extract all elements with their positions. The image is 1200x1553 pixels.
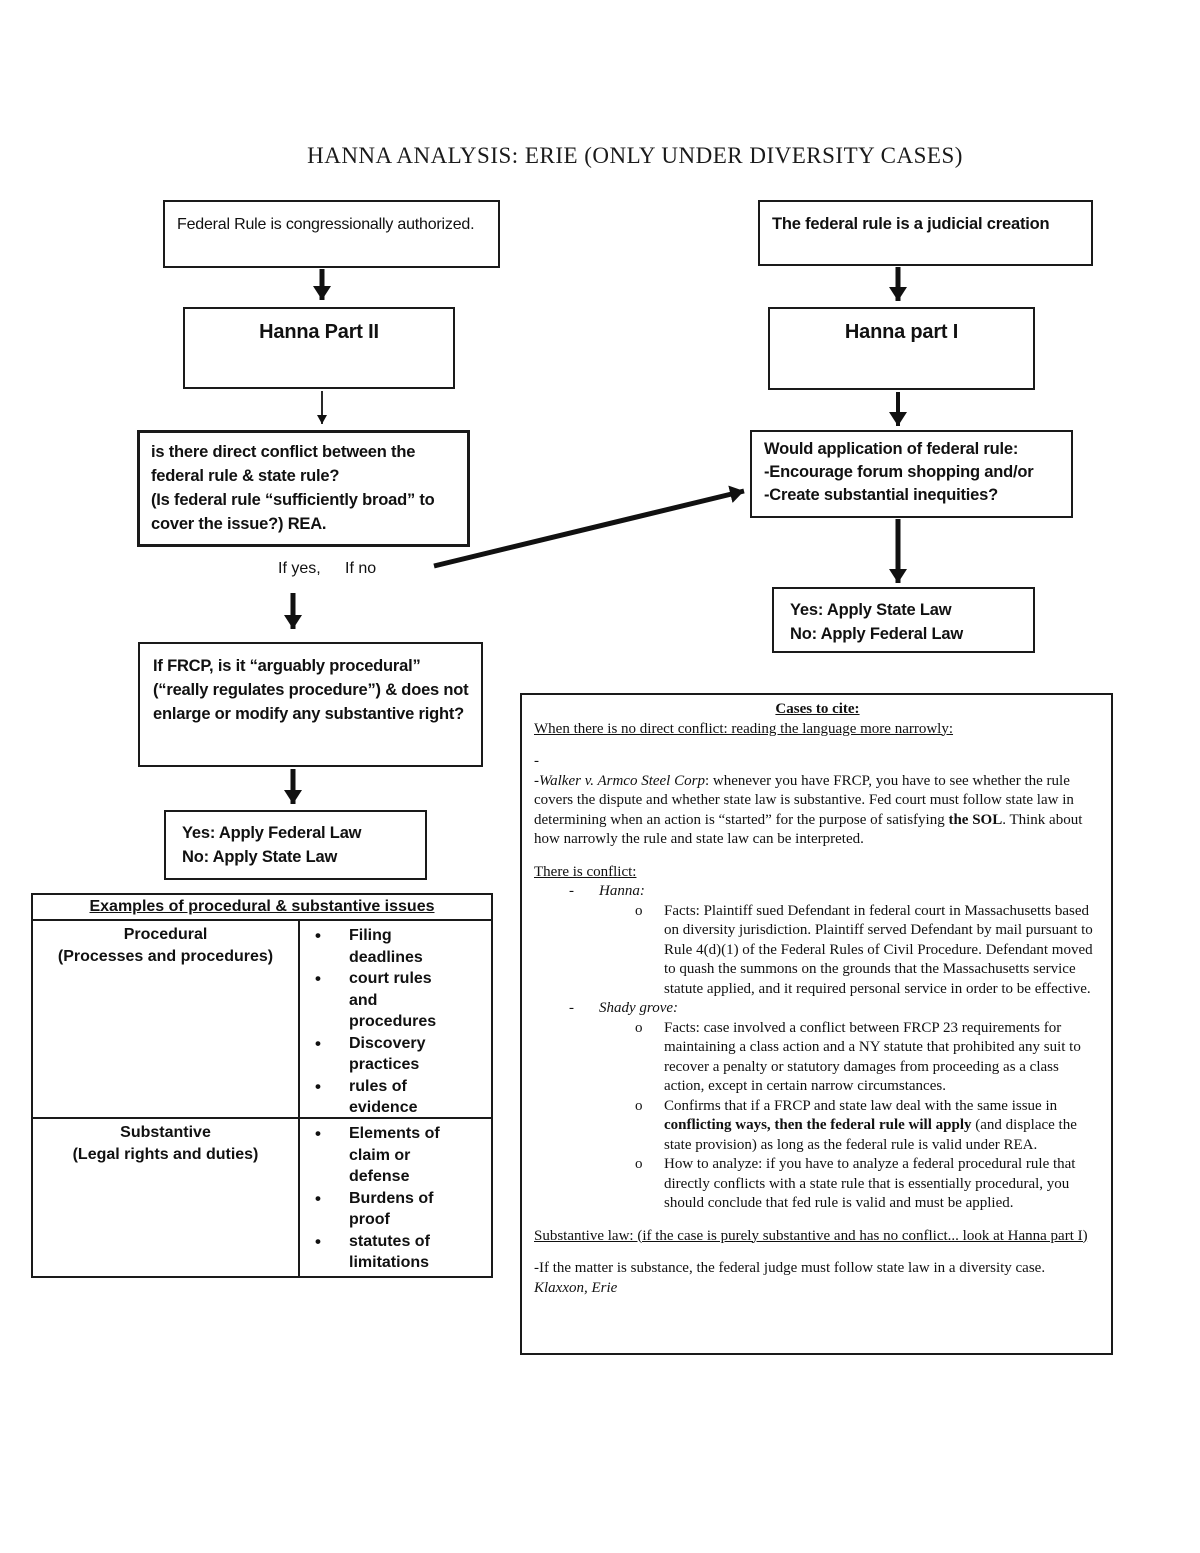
bullet-item: • statutes of limitations	[300, 1231, 491, 1274]
examples-table-header: Examples of procedural & substantive iss…	[33, 895, 491, 921]
cases-text-segment: -	[534, 753, 539, 769]
node-would-application: Would application of federal rule: -Enco…	[750, 430, 1073, 518]
node-federal-rule-authorized: Federal Rule is congressionally authoriz…	[163, 200, 500, 268]
bullet-item: • Discovery practices	[300, 1033, 491, 1076]
cases-block-blank	[534, 850, 1101, 863]
substantive-label: Substantive	[120, 1124, 211, 1141]
cases-text-segment: Substantive law: (if the case is purely …	[534, 1227, 1088, 1244]
bullet-item: • court rules and procedures	[300, 968, 491, 1033]
arrow-ifno-to-would	[433, 485, 745, 569]
bullet-item: • rules of evidence	[300, 1076, 491, 1119]
cases-block-plain: Substantive law: (if the case is purely …	[534, 1227, 1101, 1247]
substantive-sublabel: (Legal rights and duties)	[72, 1146, 259, 1163]
node-judicial-creation: The federal rule is a judicial creation	[758, 200, 1093, 266]
o-bullet-icon: o	[635, 1097, 643, 1114]
would-line-1: Would application of federal rule:	[764, 440, 1019, 458]
bullet-dot-icon: •	[315, 1076, 321, 1096]
cases-block-o: o Facts: case involved a conflict between…	[635, 1019, 1101, 1097]
cases-block-plain: When there is no direct conflict: readin…	[534, 720, 1101, 740]
bullet-text: statutes of limitations	[349, 1232, 430, 1272]
bullet-dot-icon: •	[315, 1188, 321, 1208]
cases-block-dash: - Shady grove:	[569, 999, 1101, 1019]
node-frcp-arguably-procedural: If FRCP, is it “arguably procedural” (“r…	[138, 642, 483, 767]
node-direct-conflict-question: is there direct conflict between the fed…	[137, 430, 470, 547]
cases-block-center: Cases to cite:	[534, 700, 1101, 720]
substantive-examples-cell: • Elements of claim or defense • Burdens of…	[300, 1119, 491, 1276]
cases-block-plain: -If the matter is substance, the federal…	[534, 1259, 1101, 1279]
cases-text-segment: How to analyze: if you have to analyze a…	[664, 1156, 1076, 1211]
cases-text-segment: Facts: case involved a conflict between …	[664, 1019, 1081, 1095]
result-left-line-2: No: Apply State Law	[182, 848, 338, 866]
cases-text-segment: . Think about how narrowly the rule and …	[534, 811, 1083, 848]
cases-text-segment: Cases to cite:	[775, 701, 860, 717]
o-bullet-icon: o	[635, 902, 643, 919]
cases-text-segment: There is conflict:	[534, 863, 637, 880]
cases-text-segment: Klaxxon, Erie	[534, 1279, 618, 1296]
cases-block-o: o Facts: Plaintiff sued Defendant in fede…	[635, 902, 1101, 1000]
bullet-dot-icon: •	[315, 1124, 321, 1143]
cases-text-segment: Walker v. Armco Steel Corp	[539, 772, 705, 789]
cases-to-cite-box: Cases to cite: When there is no direct co…	[520, 693, 1113, 1355]
cases-block-plain: There is conflict:	[534, 863, 1101, 883]
bullet-dot-icon: •	[315, 969, 321, 988]
bullet-text: Discovery practices	[349, 1034, 426, 1074]
bullet-text: Filing deadlines	[349, 927, 423, 966]
would-line-3: -Create substantial inequities?	[764, 486, 999, 504]
table-row-procedural: Procedural (Processes and procedures) • F…	[33, 921, 491, 1119]
cases-text-segment: the SOL	[948, 811, 1003, 828]
bullet-text: rules of evidence	[349, 1077, 418, 1117]
procedural-label-cell: Procedural (Processes and procedures)	[33, 921, 300, 1117]
bullet-item: • Burdens of proof	[300, 1188, 491, 1231]
cases-block-blank	[534, 1246, 1101, 1259]
procedural-sublabel: (Processes and procedures)	[57, 948, 274, 965]
node-hanna-part-1: Hanna part I	[768, 307, 1035, 390]
label-if-yes: If yes,	[278, 560, 321, 577]
bullet-text: Burdens of proof	[349, 1189, 434, 1229]
result-right-line-2: No: Apply Federal Law	[790, 625, 964, 643]
cases-text-segment: : whenever you have FRCP, you have to se…	[534, 772, 1074, 828]
cases-block-plain: -	[534, 752, 1101, 772]
table-row-substantive: Substantive (Legal rights and duties) • E…	[33, 1119, 491, 1276]
cases-text-segment: Confirms that if a FRCP and state law de…	[664, 1097, 1058, 1114]
bullet-dot-icon: •	[315, 926, 321, 945]
label-if-no: If no	[345, 560, 377, 577]
examples-table: Examples of procedural & substantive iss…	[31, 893, 493, 1278]
cases-block-plain: Klaxxon, Erie	[534, 1279, 1101, 1299]
cases-text-segment: When there is no direct conflict: readin…	[534, 720, 954, 737]
dash-bullet-icon: -	[569, 883, 574, 899]
dash-bullet-icon: -	[569, 1000, 574, 1016]
procedural-examples-cell: • Filing deadlines • court rules and proced…	[300, 921, 491, 1117]
o-bullet-icon: o	[635, 1019, 643, 1036]
cases-text-segment: -	[534, 772, 539, 789]
bullet-text: court rules and procedures	[349, 970, 437, 1030]
cases-text-segment: (and displace the state provision) as lo…	[664, 1117, 1077, 1153]
substantive-label-cell: Substantive (Legal rights and duties)	[33, 1119, 300, 1276]
procedural-label: Procedural	[123, 926, 208, 943]
cases-block-o: o Confirms that if a FRCP and state law d…	[635, 1097, 1101, 1156]
would-line-2: -Encourage forum shopping and/or	[764, 463, 1034, 481]
cases-block-blank	[534, 739, 1101, 752]
cases-text-segment: Facts: Plaintiff sued Defendant in feder…	[664, 902, 1093, 997]
cases-block-o: o How to analyze: if you have to analyze …	[635, 1155, 1101, 1214]
bullet-item: • Filing deadlines	[300, 925, 491, 968]
bullet-item: • Elements of claim or defense	[300, 1123, 491, 1188]
result-right-line-1: Yes: Apply State Law	[790, 601, 952, 619]
result-left-line-1: Yes: Apply Federal Law	[182, 824, 362, 842]
cases-text-segment: Shady grove:	[599, 1000, 678, 1016]
node-result-left: Yes: Apply Federal Law No: Apply State L…	[164, 810, 427, 880]
cases-text-segment: conflicting ways, then the federal rule …	[664, 1117, 972, 1133]
node-result-right: Yes: Apply State Law No: Apply Federal L…	[772, 587, 1035, 653]
node-hanna-part-2: Hanna Part II	[183, 307, 455, 389]
cases-text-segment: Hanna:	[599, 883, 645, 899]
cases-block-blank	[534, 1214, 1101, 1227]
cases-block-dash: - Hanna:	[569, 882, 1101, 902]
page-title: HANNA ANALYSIS: ERIE (ONLY UNDER DIVERSI…	[307, 143, 963, 168]
bullet-dot-icon: •	[315, 1231, 321, 1251]
o-bullet-icon: o	[635, 1156, 643, 1172]
bullet-dot-icon: •	[315, 1033, 321, 1053]
cases-block-plain: -Walker v. Armco Steel Corp: whenever yo…	[534, 772, 1101, 850]
cases-text-segment: -If the matter is substance, the federal…	[534, 1260, 1046, 1276]
bullet-text: Elements of claim or defense	[349, 1125, 440, 1185]
